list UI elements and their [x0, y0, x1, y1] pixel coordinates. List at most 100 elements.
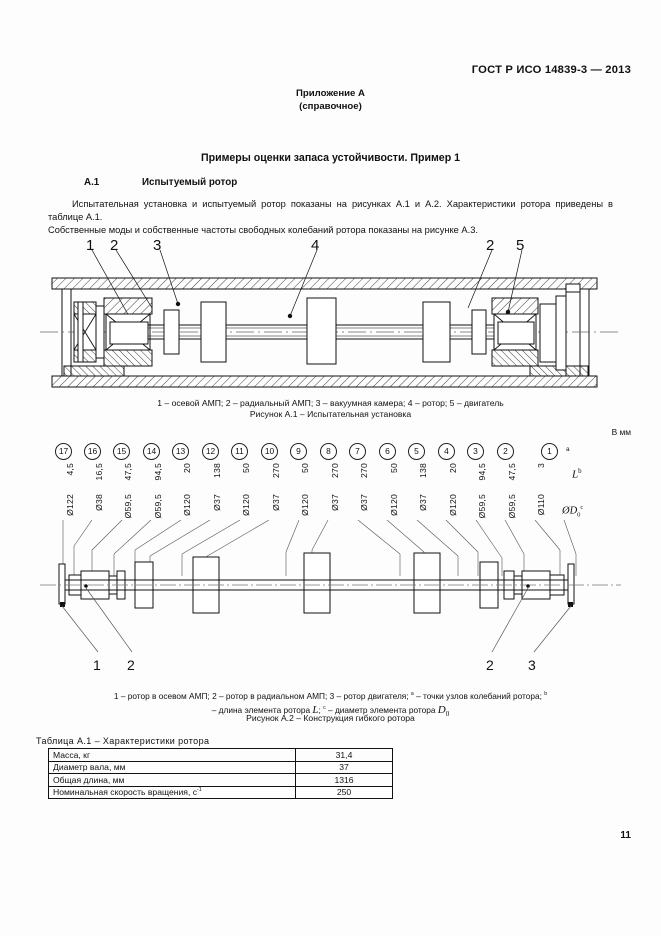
figure2-callout-2: 2	[127, 657, 135, 673]
figure1-callout-2b: 2	[486, 237, 494, 254]
figure2-diameter-7: Ø37	[359, 494, 369, 511]
figure2-diameter-3: Ø59,5	[477, 494, 487, 519]
table-row: Диаметр вала, мм 37	[48, 760, 393, 774]
figure2-units-note: В мм	[612, 427, 631, 437]
figure2-callout-3: 3	[528, 657, 536, 673]
figure2-length-9: 50	[300, 463, 310, 473]
figure2-legend-part3: – длина элемента ротора	[211, 705, 311, 716]
figure2-length-12: 138	[212, 463, 222, 478]
figure2-item-circle-14: 14	[143, 443, 160, 460]
figure2-diameter-14: Ø59,5	[153, 494, 163, 519]
paragraph-2-text: Собственные моды и собственные частоты с…	[48, 225, 478, 235]
figure2-length-2: 47,5	[507, 463, 517, 481]
paragraph-1-text: Испытательная установка и испытуемый рот…	[48, 199, 613, 223]
figure2-item-circle-6: 6	[379, 443, 396, 460]
figure2-item-circle-13: 13	[172, 443, 189, 460]
figure1-legend: 1 – осевой АМП; 2 – радиальный АМП; 3 – …	[157, 398, 504, 408]
figure2-length-15: 47,5	[123, 463, 133, 481]
table-row: Масса, кг 31,4	[48, 748, 393, 762]
figure2-length-16: 16,5	[94, 463, 104, 481]
subsection-title: Испытуемый ротор	[142, 177, 238, 188]
table-cell-name: Общая длина, мм	[48, 773, 296, 787]
figure2-length-10: 270	[271, 463, 281, 478]
figure1-callout-3: 3	[153, 237, 161, 254]
figure2-footnote-marker-a: a	[566, 446, 570, 453]
figure2-length-5: 138	[418, 463, 428, 478]
figure2-callout-2b: 2	[486, 657, 494, 673]
figure2-length-8: 270	[330, 463, 340, 478]
figure2-item-circle-10: 10	[261, 443, 278, 460]
section-title: Примеры оценки запаса устойчивости. Прим…	[200, 152, 460, 164]
figure2-legend-sup-c: c	[323, 705, 326, 712]
paragraph-2: Собственные моды и собственные частоты с…	[48, 224, 613, 237]
figure2-length-4: 20	[448, 463, 458, 473]
figure2-legend-semicolon: ;	[318, 705, 321, 716]
table-cell-name: Диаметр вала, мм	[48, 760, 296, 774]
table-cell-value: 250	[295, 785, 393, 799]
figure2-legend-part2: – точки узлов колебаний ротора;	[416, 690, 542, 701]
figure2-diameter-2: Ø59,5	[507, 494, 517, 519]
figure2-diameter-15: Ø59,5	[123, 494, 133, 519]
table-cell-name: Масса, кг	[48, 748, 296, 762]
table-cell-value: 37	[295, 760, 393, 774]
table-cell-value: 31,4	[295, 748, 393, 762]
figure2-diameter-12: Ø37	[212, 494, 222, 511]
figure2-legend: 1 – ротор в осевом АМП; 2 – ротор в ради…	[28, 688, 633, 721]
figure2-header-diameter: ØD0c	[562, 504, 584, 519]
table-cell-value: 1316	[295, 773, 393, 787]
figure1-callout-2: 2	[110, 237, 118, 254]
figure2-item-circle-4: 4	[438, 443, 455, 460]
rotor-characteristics-table: Масса, кг 31,4 Диаметр вала, мм 37 Общая…	[48, 748, 393, 799]
figure2-legend-sup-b: b	[544, 691, 548, 697]
figure2-item-circle-8: 8	[320, 443, 337, 460]
figure2-length-11: 50	[241, 463, 251, 473]
figure2-length-17: 4,5	[65, 463, 75, 476]
figure2-item-circle-12: 12	[202, 443, 219, 460]
table-title: Таблица А.1 – Характеристики ротора	[36, 736, 210, 746]
figure2-item-circle-5: 5	[408, 443, 425, 460]
figure2-length-14: 94,5	[153, 463, 163, 481]
figure2-legend-part1: 1 – ротор в осевом АМП; 2 – ротор в ради…	[113, 690, 409, 701]
figure2-legend-symbol-L: L	[312, 704, 319, 717]
figure2-item-circle-9: 9	[290, 443, 307, 460]
figure2-item-circle-15: 15	[113, 443, 130, 460]
figure2-caption: Рисунок А.2 – Конструкция гибкого ротора	[246, 713, 415, 723]
table-cell-name: Номинальная скорость вращения, с-1	[48, 785, 296, 799]
figure2-diameter-1: Ø110	[536, 494, 546, 516]
table-cell-exponent: -1	[197, 787, 202, 794]
figure2-diameter-9: Ø120	[300, 494, 310, 516]
figure2-header-length: Lb	[572, 468, 582, 481]
figure2-item-circle-2: 2	[497, 443, 514, 460]
figure2-diameter-11: Ø120	[241, 494, 251, 516]
annex-title: Приложение А	[296, 88, 365, 99]
figure2-diameter-8: Ø37	[330, 494, 340, 511]
table-row: Общая длина, мм 1316	[48, 773, 393, 787]
units-text: В мм	[611, 427, 631, 437]
standard-designation: ГОСТ Р ИСО 14839-3 — 2013	[471, 64, 631, 76]
figure2-item-circle-11: 11	[231, 443, 248, 460]
figure2-legend-symbol-D: D0	[437, 704, 450, 719]
figure2-length-7: 270	[359, 463, 369, 478]
page-number: 11	[620, 830, 631, 841]
figure2-length-13: 20	[182, 463, 192, 473]
figure2-diameter-10: Ø37	[271, 494, 281, 511]
figure2-diameter-6: Ø120	[389, 494, 399, 516]
figure2-item-circle-1: 1	[541, 443, 558, 460]
paragraph-1: Испытательная установка и испытуемый рот…	[48, 198, 613, 224]
figure2-callout-1: 1	[93, 657, 101, 673]
figure2-diameter-16: Ø38	[94, 494, 104, 511]
figure2-diameter-17: Ø122	[65, 494, 75, 516]
figure-a1-test-rig: 1 2 3 4 2 5	[40, 236, 621, 394]
figure2-item-circle-3: 3	[467, 443, 484, 460]
figure2-item-circle-17: 17	[55, 443, 72, 460]
figure2-item-circle-7: 7	[349, 443, 366, 460]
figure1-callout-5: 5	[516, 237, 524, 254]
figure2-diameter-4: Ø120	[448, 494, 458, 516]
table-row: Номинальная скорость вращения, с-1 250	[48, 785, 393, 799]
figure1-caption: Рисунок А.1 – Испытательная установка	[249, 409, 412, 419]
figure1-callout-1: 1	[86, 237, 94, 254]
figure2-item-circle-16: 16	[84, 443, 101, 460]
figure2-diameter-5: Ø37	[418, 494, 428, 511]
